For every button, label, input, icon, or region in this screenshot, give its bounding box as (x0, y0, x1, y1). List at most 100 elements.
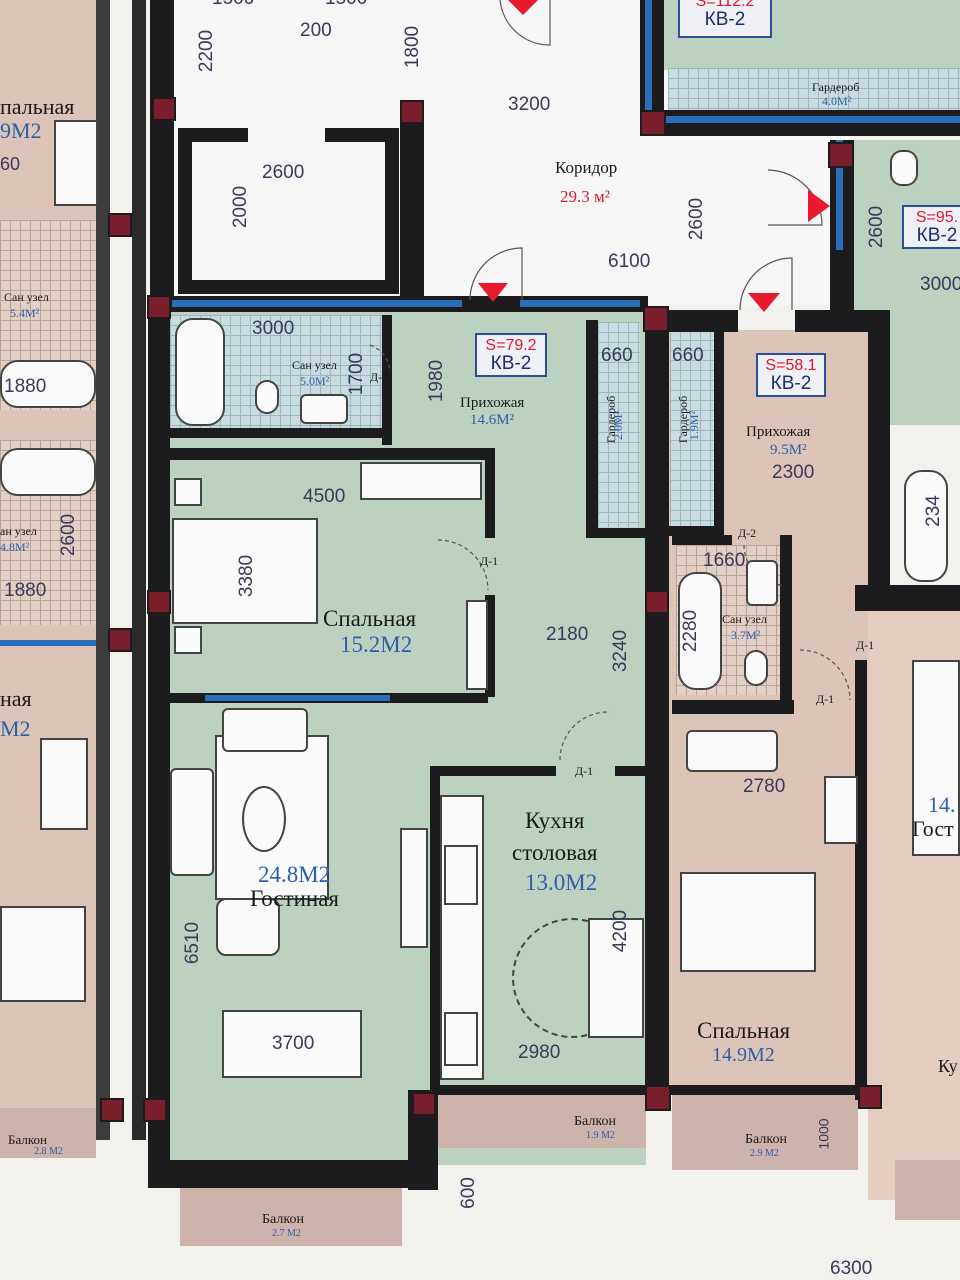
nightstand (174, 626, 202, 654)
unit-badge-top-right[interactable]: S=112.2 КВ-2 (678, 0, 772, 38)
column (858, 1085, 882, 1109)
room-area-entry-right: 9.5М² (770, 442, 807, 458)
room-name-bedroom-right: Спальная (697, 1018, 791, 1043)
toilet (744, 650, 768, 686)
balcony-right-floor (672, 1092, 858, 1170)
dining-table-kitchen (588, 918, 644, 1038)
room-name-left-bath-bottom: ан узел (0, 524, 37, 538)
unit-badge-main[interactable]: S=79.2 КВ-2 (475, 333, 547, 377)
room-area-left-bath-bottom: 4.8М² (0, 540, 30, 554)
dimension: 600 (457, 1177, 479, 1209)
unit-type-label: КВ-2 (916, 225, 958, 246)
wall-rbath-top (672, 535, 732, 545)
sofa (170, 768, 214, 876)
dimension: 2000 (230, 185, 252, 229)
desk (824, 776, 858, 844)
room-name-kitchen-line2: столовая (512, 840, 598, 865)
bathtub (0, 360, 96, 408)
dimension: 234 (922, 495, 944, 527)
unit-area-label: S=112.2 (695, 0, 755, 10)
room-area-closet-right: 1.9М² (687, 410, 702, 441)
wall-shaft-right (385, 128, 399, 293)
wall-bed-top (168, 448, 494, 460)
dimension: 2180 (546, 624, 589, 645)
dimension: 1980 (426, 359, 448, 403)
unit-type-label: КВ-2 (770, 373, 812, 394)
wall-main-bath-bottom (168, 428, 390, 438)
left-dim-60: 60 (0, 154, 21, 174)
dimension: 2600 (866, 205, 888, 249)
dimension: 2600 (262, 162, 305, 183)
dimension: 2280 (680, 609, 702, 653)
sofa (912, 660, 960, 856)
room-name-living-main: Гостиная (250, 886, 340, 911)
wall-far-right-col (855, 585, 960, 611)
wall-shaft-top-l (178, 128, 248, 142)
room-area-balcony-far-left: 2.8 М2 (34, 1146, 63, 1157)
dimension: 6100 (608, 251, 651, 272)
bathtub (175, 318, 225, 426)
room-name-left-bedroom: пальная (0, 94, 75, 119)
wall-shaft (178, 128, 192, 293)
dimension: 3000 (252, 318, 295, 339)
dresser (360, 462, 482, 500)
armchair (222, 708, 308, 752)
room-area-corridor: 29.3 м² (560, 187, 610, 206)
room-area-balcony-left-bottom: 2.7 М2 (272, 1228, 301, 1239)
dimension: 2980 (518, 1042, 561, 1063)
wall-kitchen-left (430, 766, 440, 1091)
room-area-bedroom-right: 14.9М2 (712, 1044, 775, 1066)
dimension: 1700 (346, 352, 368, 396)
dimension: 200 (300, 20, 332, 41)
wall-top-mid (400, 100, 424, 300)
dimension: 2600 (686, 197, 708, 241)
dimension: 2600 (58, 513, 80, 557)
column (143, 1098, 167, 1122)
column (108, 628, 132, 652)
tv-stand (400, 828, 428, 948)
room-name-bath-right: Сан узел (722, 612, 767, 626)
unit-area-label: S=79.2 (485, 337, 537, 354)
room-name-balcony-far-left: Балкон (8, 1132, 47, 1147)
wall-rbath-right (780, 535, 792, 705)
room-area-balcony-right: 2.9 М2 (750, 1148, 779, 1159)
toilet (255, 380, 279, 414)
room-area-bath-main: 5.0М² (300, 374, 330, 388)
sofa (54, 120, 98, 206)
bathtub (678, 572, 722, 690)
column (147, 295, 171, 319)
armchair (216, 898, 280, 956)
dimension: 1880 (4, 580, 47, 601)
dimension: 3000 (920, 274, 960, 295)
column (828, 142, 854, 168)
balcony-left-bottom-floor (180, 1178, 402, 1246)
double-bed (172, 518, 318, 624)
wall-bottom-main (148, 1160, 438, 1188)
door-label: Д-1 (816, 692, 835, 706)
unit-badge-right[interactable]: S=58.1 КВ-2 (756, 353, 826, 397)
closet-main-floor (598, 322, 640, 527)
column (412, 1092, 436, 1116)
unit-badge-far-right[interactable]: S=95. КВ-2 (902, 205, 960, 249)
desk (466, 600, 488, 690)
room-area-left-bath-top: 5.4М² (10, 306, 40, 320)
coffee-table (242, 786, 286, 852)
room-area-bath-right: 3.7М² (731, 628, 761, 642)
dining-table (222, 1010, 362, 1078)
room-name-entry-right: Прихожая (746, 424, 811, 440)
wall-right-top (648, 310, 738, 332)
wall-rcloset-bottom (668, 526, 724, 536)
wall-bottom-right (650, 1085, 860, 1095)
dimension: 2200 (196, 29, 218, 73)
room-name-closet-top-right: Гардероб (812, 80, 860, 94)
wall-top-left-col (150, 0, 174, 305)
sink (746, 560, 778, 606)
wall-closet-left (586, 320, 598, 530)
dimension: 6510 (182, 921, 204, 965)
wall-shaft-bottom (178, 280, 399, 294)
wall-kitchen-top (430, 766, 556, 776)
room-name-far-right-kitchen: Ку (938, 1056, 958, 1076)
closet-right-floor (670, 330, 714, 528)
room-name-balcony-kitchen: Балкон (574, 1114, 616, 1129)
dimension: 1660 (703, 550, 746, 571)
